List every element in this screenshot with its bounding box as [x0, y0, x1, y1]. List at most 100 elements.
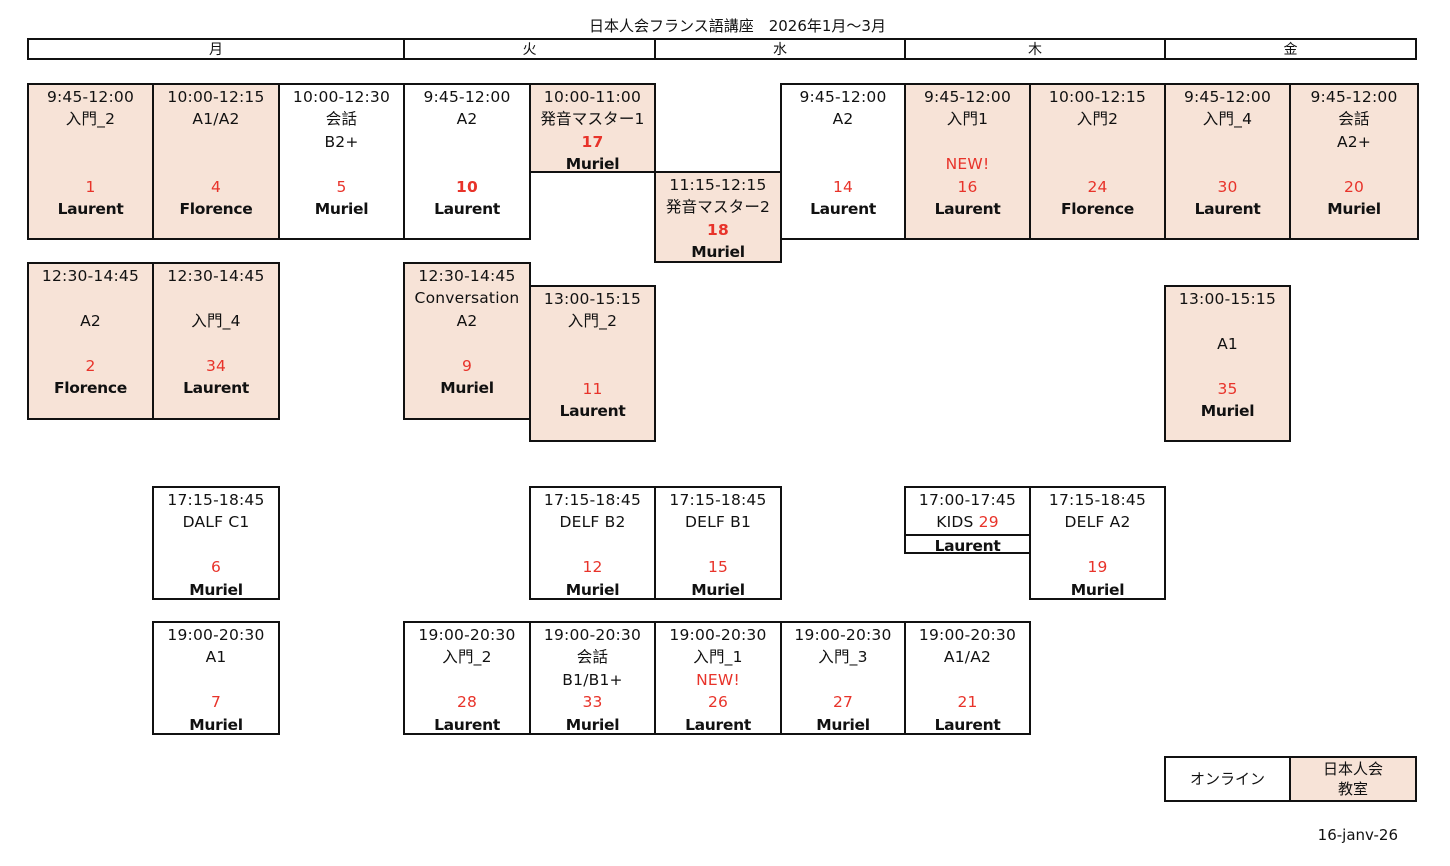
class-level	[1031, 153, 1164, 175]
class-level	[154, 332, 278, 354]
class-level: 入門2	[1076, 110, 1119, 129]
day-header: 木	[904, 38, 1166, 60]
class-time: 19:00-20:30	[418, 626, 516, 644]
class-time: 9:45-12:00	[1183, 88, 1272, 106]
class-level: 発音マスター1	[540, 110, 645, 129]
class-time: 13:00-15:15	[1178, 290, 1277, 308]
class-level	[405, 332, 529, 354]
class-number: 17	[581, 132, 604, 151]
class-number: 5	[336, 177, 347, 196]
class-teacher: Laurent	[434, 715, 500, 734]
class-level: A2	[80, 311, 101, 330]
class-level: A1/A2	[943, 648, 992, 667]
class-teacher: Muriel	[565, 580, 620, 599]
class-level: 入門_4	[191, 311, 241, 330]
class-number: 33	[582, 693, 603, 712]
legend-classroom: 日本人会教室	[1289, 756, 1417, 802]
class-time: 10:00-12:30	[292, 88, 391, 106]
class-time: 12:30-14:45	[167, 267, 265, 285]
class-level: 入門_4	[1202, 110, 1253, 129]
class-teacher: Muriel	[1070, 580, 1125, 599]
class-teacher: Muriel	[189, 580, 243, 599]
class-time: 9:45-12:00	[423, 88, 511, 106]
class-number: 27	[832, 693, 854, 712]
class-time: 11:15-12:15	[669, 176, 767, 194]
class-teacher: Florence	[179, 199, 253, 218]
class-level	[906, 131, 1029, 153]
class-level	[29, 153, 152, 175]
class-level: DELF A2	[1064, 513, 1131, 532]
class-level	[154, 534, 278, 556]
class-level	[906, 669, 1029, 691]
class-number: 20	[1343, 177, 1365, 196]
class-teacher: Laurent	[685, 715, 751, 734]
class-level: B1/B1+	[562, 670, 623, 689]
class-teacher: Laurent	[434, 199, 500, 218]
class-teacher: Muriel	[189, 715, 243, 734]
class-teacher: Laurent	[906, 533, 1029, 552]
class-level: 入門_2	[442, 648, 492, 667]
class-teacher: Muriel	[691, 243, 745, 262]
class-number: 26	[707, 693, 729, 712]
class-level: 会話	[325, 110, 358, 129]
class-level	[1166, 131, 1289, 153]
class-level	[531, 333, 654, 355]
class-number: NEW!	[945, 155, 990, 174]
class-level	[531, 534, 654, 556]
class-teacher: Muriel	[691, 580, 745, 599]
class-teacher: Laurent	[57, 199, 124, 218]
class-teacher: Muriel	[1200, 401, 1255, 420]
class-level	[154, 287, 278, 309]
class-time: 10:00-12:15	[1048, 88, 1147, 106]
legend-online: オンライン	[1164, 756, 1291, 802]
class-level: 会話	[1338, 110, 1370, 129]
legend-classroom-label-2: 教室	[1337, 780, 1368, 798]
class-level: 入門_1	[693, 648, 743, 667]
class-level	[782, 131, 904, 153]
class-number: 7	[210, 693, 222, 712]
class-time: 19:00-20:30	[794, 626, 892, 644]
class-level	[29, 287, 152, 309]
class-number: 18	[707, 220, 729, 239]
class-level	[280, 153, 403, 175]
class-level: 入門_3	[818, 648, 868, 667]
class-number: 2	[85, 356, 96, 375]
class-level: 発音マスター2	[665, 198, 771, 217]
class-number: 10	[456, 177, 478, 196]
date-stamp: 16-janv-26	[1317, 826, 1398, 844]
class-time: 10:00-12:15	[167, 88, 265, 106]
class-level	[782, 153, 904, 175]
class-level	[1031, 534, 1164, 556]
class-level	[154, 131, 278, 153]
class-level	[29, 131, 152, 153]
class-level: A1	[1217, 334, 1238, 353]
class-teacher: Laurent	[1194, 199, 1261, 218]
class-name: KIDS	[936, 513, 979, 532]
class-number: 21	[957, 693, 978, 712]
class-teacher: Muriel	[565, 155, 620, 173]
class-time: 17:15-18:45	[543, 491, 642, 509]
day-header: 水	[654, 38, 906, 60]
class-teacher: Laurent	[810, 199, 876, 218]
class-number: 6	[210, 558, 222, 577]
page-title: 日本人会フランス語講座 2026年1月〜3月	[589, 17, 886, 35]
class-number: NEW!	[696, 670, 740, 689]
class-number: 29	[978, 513, 999, 532]
class-teacher: Florence	[53, 378, 128, 397]
class-level: 入門_2	[65, 110, 116, 129]
class-level: B2+	[324, 132, 359, 151]
